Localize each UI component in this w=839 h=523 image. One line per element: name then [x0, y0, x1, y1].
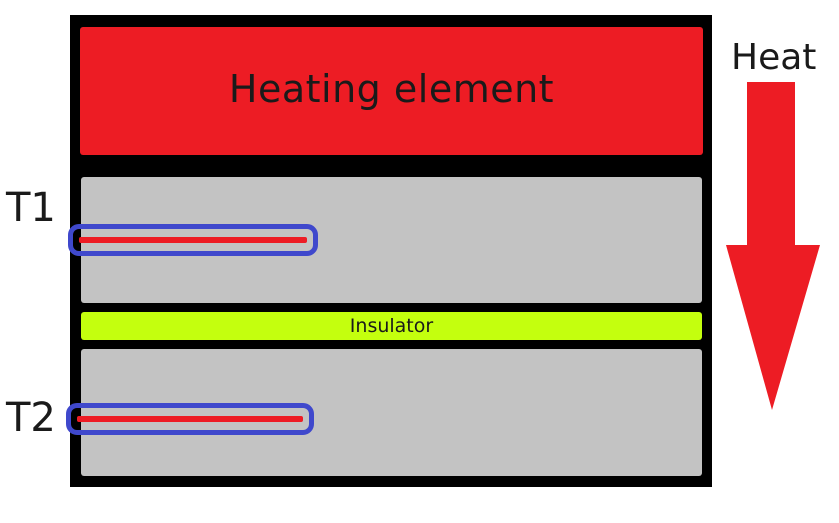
- heat-label: Heat: [731, 37, 817, 78]
- heat-flow-arrow-icon: [726, 82, 820, 410]
- insulator-label: Insulator: [349, 315, 434, 337]
- sample-slab-bottom: [81, 349, 702, 476]
- sensor-label-t1: T1: [6, 185, 56, 231]
- sensor-label-t2: T2: [6, 395, 56, 441]
- insulator-layer: Insulator: [81, 312, 702, 340]
- probe-core-t1: [79, 237, 307, 243]
- heating-element-label: Heating element: [228, 67, 555, 111]
- heat-arrow-shape: [726, 82, 820, 410]
- thermocouple-probe-t1: [68, 224, 318, 256]
- heating-element: Heating element: [80, 27, 703, 155]
- thermocouple-probe-t2: [66, 403, 314, 435]
- probe-core-t2: [77, 416, 303, 422]
